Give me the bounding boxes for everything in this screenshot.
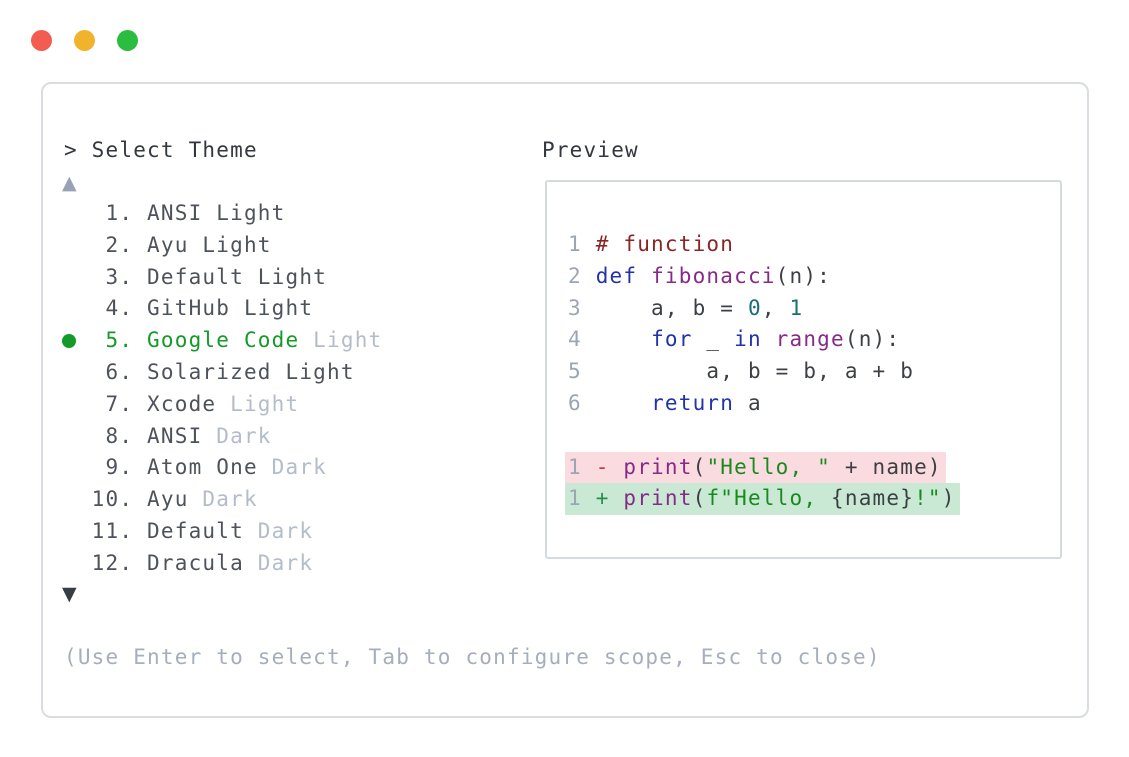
picker-title: > Select Theme [64,138,258,162]
theme-name: 9. Atom One [64,455,258,480]
theme-list-item[interactable]: 4. GitHub Light [64,293,382,325]
token-kw: in [734,327,762,352]
theme-list: 1. ANSI Light 2. Ayu Light 3. Default Li… [62,198,383,580]
token-ln: 2 [568,263,596,288]
token-pl: ( [692,486,707,511]
theme-variant-label: Dark [243,518,314,543]
theme-name: 12. Dracula [64,550,244,575]
token-pl: _ [692,327,735,352]
theme-name: 7. Xcode [64,391,217,416]
token-ln: 5 [568,359,596,384]
diff-highlight: 1 - print("Hello, " + name) [565,451,946,484]
token-nm: 1 [789,295,804,320]
token-ln: 1 [568,232,596,256]
theme-list-item[interactable]: 5. Google Code Light [62,325,383,357]
theme-variant-label: Dark [188,487,258,512]
code-line-diff-removed: 1 - print("Hello, " + name) [565,451,960,484]
token-add: + [595,486,624,511]
theme-variant-label: Light [216,391,300,416]
code-line: 1 # function [568,229,960,261]
code-line-diff-added: 1 + print(f"Hello, {name}!") [565,483,960,516]
maximize-button[interactable] [117,30,138,51]
theme-picker-panel: > Select Theme Preview ▲ 1. ANSI Light 2… [41,82,1089,718]
theme-name: 1. ANSI Light [64,201,286,225]
token-st: "Hello, " [706,454,832,479]
token-st: f"Hello, [706,486,832,511]
token-kw: for [651,327,693,352]
preview-label: Preview [542,138,639,162]
token-ln: 1 [568,486,596,511]
token-ln: 1 [568,454,596,479]
token-kw: return [651,390,735,415]
token-pl: {name} [831,486,915,511]
diff-highlight: 1 + print(f"Hello, {name}!") [565,483,960,516]
token-pl [596,391,651,415]
code-line: 3 a, b = 0, 1 [568,293,960,325]
theme-list-item[interactable]: 1. ANSI Light [64,198,382,230]
token-kw: def [595,263,638,288]
token-fn: print [623,454,693,479]
token-pl: , [761,295,790,320]
theme-list-item[interactable]: 2. Ayu Light [64,230,382,262]
token-pl [637,264,651,288]
theme-name: 4. GitHub Light [64,296,314,321]
theme-name: 6. Solarized Light [64,359,355,384]
help-text: (Use Enter to select, Tab to configure s… [64,645,881,669]
token-pl: ) [941,486,956,511]
code-line: 2 def fibonacci(n): [568,261,960,293]
scroll-up-icon[interactable]: ▲ [62,172,77,194]
token-pl [596,327,651,351]
window-controls [31,30,138,51]
code-line: 5 a, b = b, a + b [568,356,960,388]
theme-list-item[interactable]: 8. ANSI Dark [64,421,382,453]
token-fn: print [623,486,693,511]
token-pl: + name) [831,454,942,479]
theme-variant-label: Dark [257,455,328,480]
theme-name: 2. Ayu Light [64,232,272,257]
token-pl: ( [692,454,707,479]
theme-list-item[interactable]: 9. Atom One Dark [64,452,382,484]
token-ln: 4 [568,327,596,352]
scroll-down-icon[interactable]: ▼ [62,583,77,605]
code-line [568,420,960,452]
theme-name: 10. Ayu [64,487,189,512]
theme-name: 3. Default Light [64,264,328,289]
token-ln: 6 [568,390,596,415]
token-pl: (n): [775,263,832,288]
code-line: 6 return a [568,388,960,420]
theme-list-item[interactable]: 12. Dracula Dark [64,548,382,580]
theme-list-item[interactable]: 11. Default Dark [64,516,382,548]
theme-list-item[interactable]: 10. Ayu Dark [64,484,382,516]
theme-variant-label: Light [299,328,383,353]
token-pl: (n): [844,327,901,352]
selected-theme-indicator [62,334,76,349]
token-pl [762,327,776,351]
token-fn: range [775,327,845,352]
theme-name: 11. Default [64,518,244,543]
minimize-button[interactable] [74,30,95,51]
token-pl: a, b = [595,295,748,320]
theme-name: 5. Google Code [64,328,300,353]
token-st: !" [914,486,942,511]
close-button[interactable] [31,30,52,51]
token-pl: a [734,390,762,415]
theme-name: 8. ANSI [64,423,203,448]
token-del: - [595,454,624,479]
theme-variant-label: Dark [243,550,314,575]
code-line: 4 for _ in range(n): [568,324,960,356]
theme-list-item[interactable]: 3. Default Light [64,262,382,294]
token-cm: # function [595,232,735,256]
token-fn: fibonacci [651,263,776,288]
token-ln: 3 [568,295,596,320]
theme-list-item[interactable]: 6. Solarized Light [64,357,382,389]
token-nm: 0 [747,295,762,320]
token-pl: a, b = b, a + b [595,359,915,384]
theme-variant-label: Dark [202,423,272,448]
theme-list-item[interactable]: 7. Xcode Light [64,389,382,421]
